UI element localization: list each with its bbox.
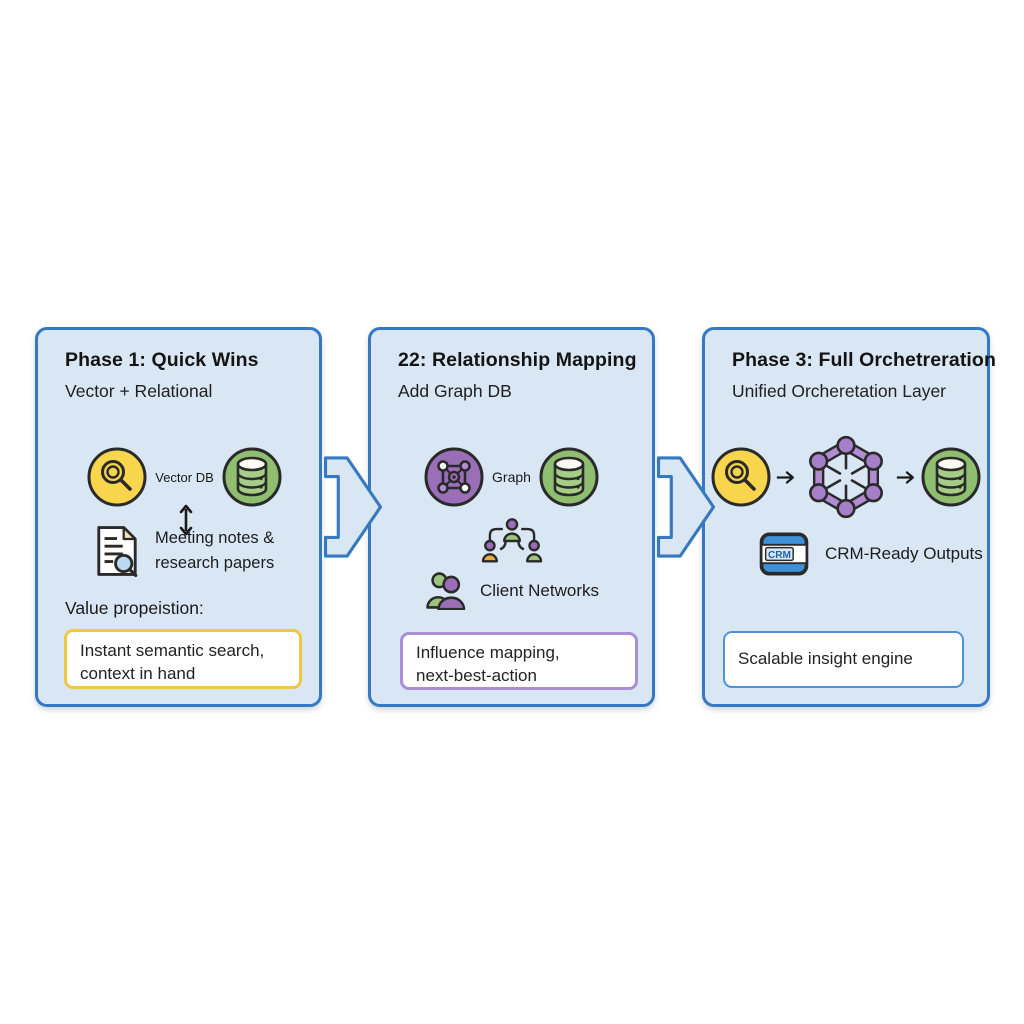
phase1-value-heading: Value propeistion: xyxy=(65,598,204,618)
phase2-value-box: Influence mapping, next-best-action xyxy=(400,632,638,690)
database-icon xyxy=(538,446,600,508)
phase2-panel: 22: Relationship Mapping Add Graph DB Gr… xyxy=(368,327,655,707)
people-icon xyxy=(424,571,470,610)
note-line1: Meeting notes & xyxy=(155,529,275,548)
phase1-value-line2: context in hand xyxy=(80,664,196,684)
database-icon xyxy=(221,446,283,508)
phase1-note-row: Meeting notes & research papers xyxy=(94,524,274,578)
phase1-title: Phase 1: Quick Wins xyxy=(65,349,259,371)
document-search-icon xyxy=(94,524,140,578)
phase1-panel: Phase 1: Quick Wins Vector + Relational … xyxy=(35,327,322,707)
note-line2: research papers xyxy=(155,554,275,572)
flow-arrow-2-icon xyxy=(654,454,718,560)
phase3-value-line1: Scalable insight engine xyxy=(738,649,913,668)
org-chart-icon xyxy=(477,517,547,565)
crm-ready-outputs-label: CRM-Ready Outputs xyxy=(825,544,983,563)
up-down-arrow-icon xyxy=(163,503,195,537)
phase1-icon-row: Vector DB xyxy=(38,446,319,508)
graph-label: Graph xyxy=(492,469,531,485)
phase3-subtitle: Unified Orcheretation Layer xyxy=(732,381,946,401)
right-arrow-icon xyxy=(895,470,917,485)
phase1-value-box: Instant semantic search, context in hand xyxy=(64,629,302,689)
crm-badge-text: CRM xyxy=(768,550,791,561)
phase2-orgchart-row xyxy=(371,517,652,565)
vector-db-label: Vector DB xyxy=(155,469,214,485)
phase2-value-line1: Influence mapping, xyxy=(416,643,560,662)
phase1-value-line1: Instant semantic search, xyxy=(80,641,265,660)
graph-icon xyxy=(423,446,485,508)
phase3-panel: Phase 3: Full Orchetreration Unified Orc… xyxy=(702,327,996,707)
search-icon xyxy=(86,446,148,508)
phase3-value-box: Scalable insight engine xyxy=(723,631,964,688)
phase1-connector xyxy=(38,503,319,537)
phase2-subtitle: Add Graph DB xyxy=(398,381,512,401)
phase3-title: Phase 3: Full Orchetreration xyxy=(732,349,996,371)
phase1-note-text: Meeting notes & research papers xyxy=(155,526,274,576)
database-icon xyxy=(920,446,982,508)
phase3-crm-row: CRM CRM-Ready Outputs xyxy=(759,532,983,576)
phase2-client-row: Client Networks xyxy=(371,571,652,610)
phase2-title: 22: Relationship Mapping xyxy=(398,349,637,371)
hub-network-icon xyxy=(800,431,892,523)
crm-icon: CRM xyxy=(759,532,809,576)
phase2-value-line2: next-best-action xyxy=(416,666,537,686)
phase1-subtitle: Vector + Relational xyxy=(65,381,213,401)
phase3-flow-row xyxy=(705,431,987,523)
search-icon xyxy=(710,446,772,508)
phase2-icon-row: Graph xyxy=(371,446,652,508)
flow-arrow-1-icon xyxy=(321,454,385,560)
right-arrow-icon xyxy=(775,470,797,485)
client-networks-label: Client Networks xyxy=(479,580,600,600)
